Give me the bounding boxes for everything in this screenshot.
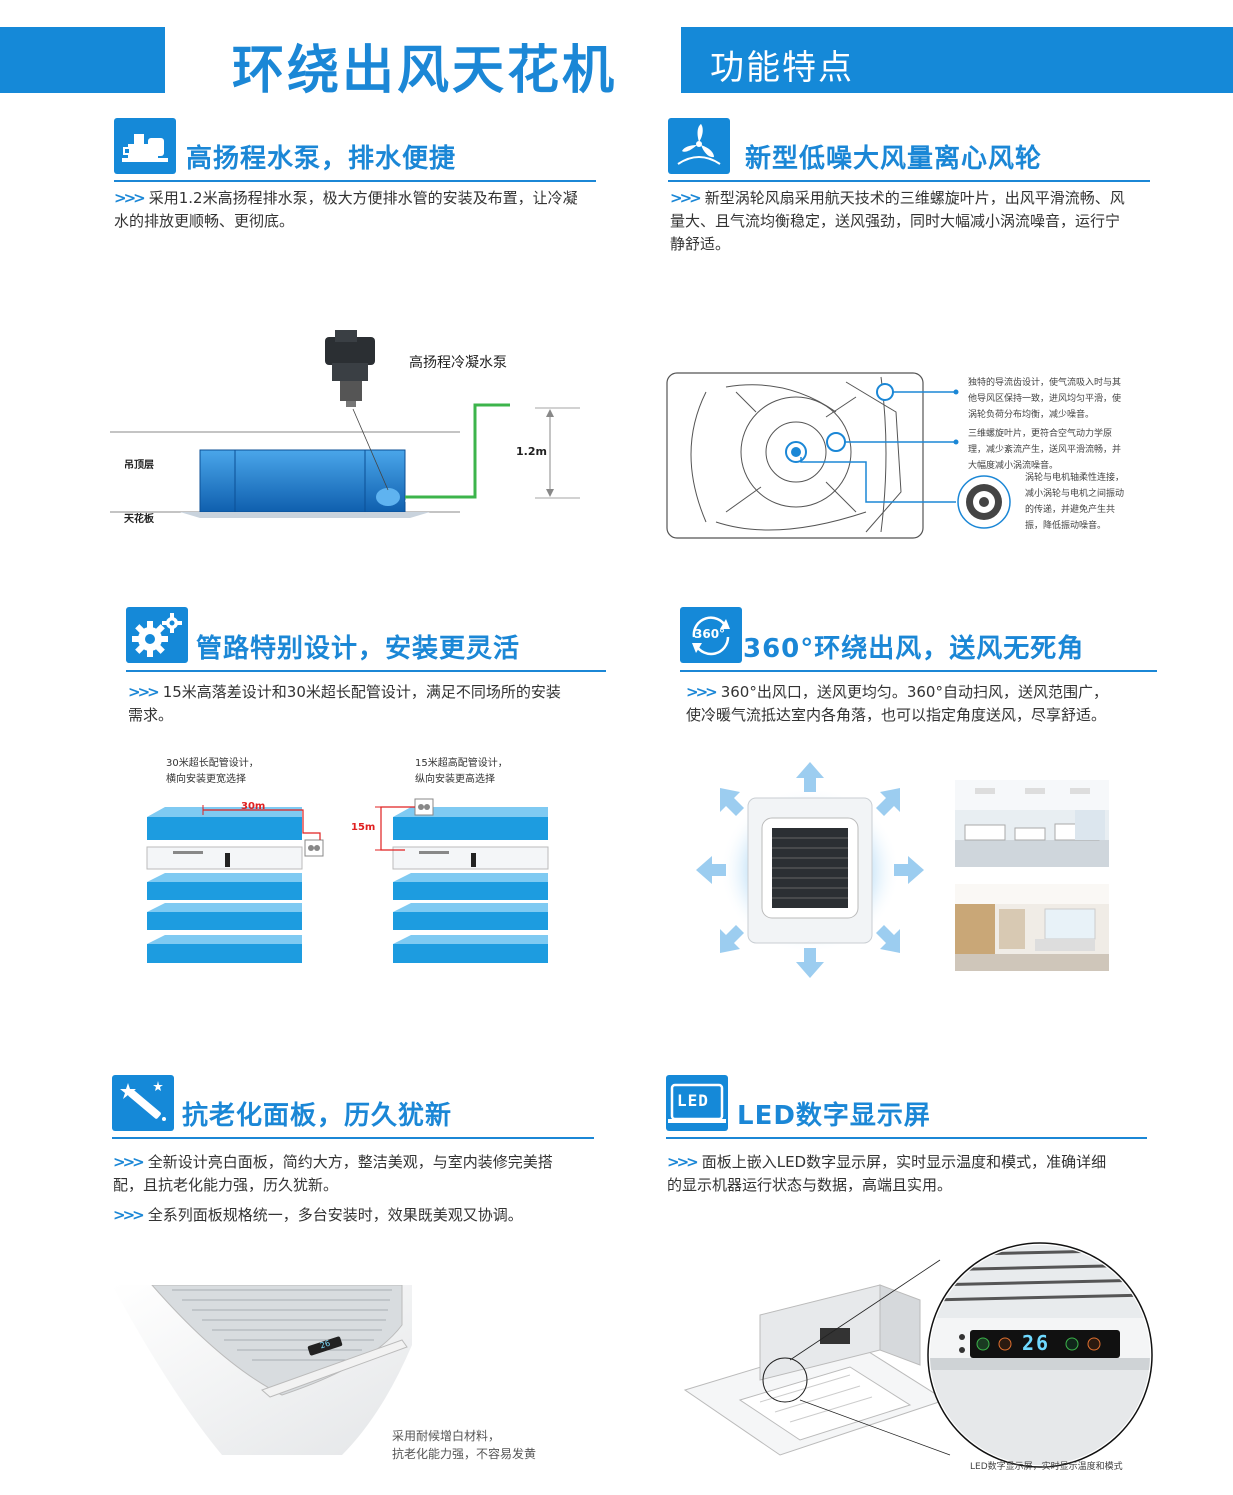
pipe-section-title: 管路特别设计，安装更灵活 (196, 634, 521, 664)
surround-section-title: 360°环绕出风，送风无死角 (743, 634, 1085, 664)
panel-closeup-photo (112, 1285, 412, 1455)
led-caption: LED数字显示屏，实时显示温度和模式 (970, 1462, 1123, 1472)
fan-section-rule (668, 180, 1150, 182)
led-description: >>>面板上嵌入LED数字显示屏，实时显示温度和模式，准确详细的显示机器运行状态… (667, 1153, 1107, 1194)
pipe-length-30-label: 30m (241, 801, 265, 812)
pump-height-label: 1.2m (516, 445, 547, 458)
panel-section-title: 抗老化面板，历久犹新 (182, 1101, 453, 1131)
pipe-length-15-label: 15m (351, 822, 375, 833)
fan-blade-icon (668, 118, 730, 174)
led-section-title: LED数字显示屏 (737, 1101, 931, 1131)
led-badge: LED (677, 1091, 709, 1110)
led-display-value: 26 (1022, 1331, 1051, 1355)
fan-note-2: 三维螺旋叶片，更符合空气动力学原理，减少紊流产生，送风平滑流畅，并大幅度减小涡流… (968, 429, 1122, 471)
header-bar-left (0, 27, 165, 93)
rotate-360-icon: 360° (680, 607, 742, 663)
fan-section-title: 新型低噪大风量离心风轮 (745, 144, 1043, 174)
panel-section-rule (112, 1137, 594, 1139)
page-title: 环绕出风天花机 (232, 41, 618, 101)
chevron-right-icon: >>> (113, 1206, 145, 1224)
panel-caption: 采用耐候增白材料，抗老化能力强，不容易发黄 (392, 1429, 537, 1461)
ceiling-layer-label: 吊顶层 (124, 459, 154, 471)
fan-description: >>>新型涡轮风扇采用航天技术的三维螺旋叶片，出风平滑流畅、风量大、且气流均衡稳… (670, 189, 1125, 253)
chevron-right-icon: >>> (128, 683, 160, 701)
pipe-section-rule (126, 670, 606, 672)
chevron-right-icon: >>> (670, 189, 702, 207)
pipe-left-caption: 30米超长配管设计，横向安装更宽选择 (166, 758, 259, 785)
surround-airflow-diagram (696, 762, 924, 978)
header-bar-right (681, 27, 1233, 93)
condensate-pump-image (325, 330, 375, 407)
pump-label: 高扬程冷凝水泵 (409, 355, 507, 371)
ceiling-board-label: 天花板 (124, 512, 155, 525)
chevron-right-icon: >>> (114, 189, 146, 207)
pump-diagram: 1.2m 吊顶层 天花板 (110, 330, 580, 525)
magic-wand-icon (112, 1075, 174, 1131)
rotate-360-badge: 360° (694, 627, 726, 641)
chevron-right-icon: >>> (667, 1153, 699, 1171)
surround-section-rule (680, 670, 1157, 672)
pipe-description: >>>15米高落差设计和30米超长配管设计，满足不同场所的安装需求。 (128, 683, 561, 724)
pump-section-rule (114, 180, 596, 182)
fan-note-1: 独特的导流齿设计，使气流吸入时与其他导风区保持一致，进风均匀平滑，使涡轮负荷分布… (968, 378, 1122, 420)
office-room-photo (955, 780, 1109, 867)
pipe-diagram-vertical: 15m (351, 798, 549, 963)
panel-description-1: >>>全新设计亮白面板，简约大方，整洁美观，与室内装修完美搭配，且抗老化能力强，… (113, 1153, 553, 1194)
panel-description-2: >>>全系列面板规格统一，多台安装时，效果既美观又协调。 (113, 1206, 523, 1224)
fan-note-3: 涡轮与电机轴柔性连接，减小涡轮与电机之间振动的传递，并避免产生共振，降低振动噪音… (1025, 473, 1125, 531)
led-section-rule (666, 1137, 1147, 1139)
pipe-right-caption: 15米超高配管设计，纵向安装更高选择 (415, 758, 508, 785)
surround-description: >>>360°出风口，送风更均匀。360°自动扫风，送风范围广，使冷暖气流抵达室… (686, 683, 1108, 724)
gear-icon (126, 607, 188, 663)
pump-description: >>>采用1.2米高扬程排水泵，极大方便排水管的安装及布置，让冷凝水的排放更顺畅… (114, 189, 578, 230)
chevron-right-icon: >>> (113, 1153, 145, 1171)
led-unit-photo (683, 1242, 1153, 1468)
living-room-photo (955, 884, 1109, 971)
pipe-diagram-horizontal: 30m (146, 801, 324, 963)
pump-section-title: 高扬程水泵，排水便捷 (186, 144, 457, 174)
water-pump-icon (114, 118, 176, 174)
page-subtitle: 功能特点 (710, 48, 854, 88)
chevron-right-icon: >>> (686, 683, 718, 701)
led-display-icon: LED (666, 1075, 728, 1131)
fan-diagram (666, 372, 1011, 539)
